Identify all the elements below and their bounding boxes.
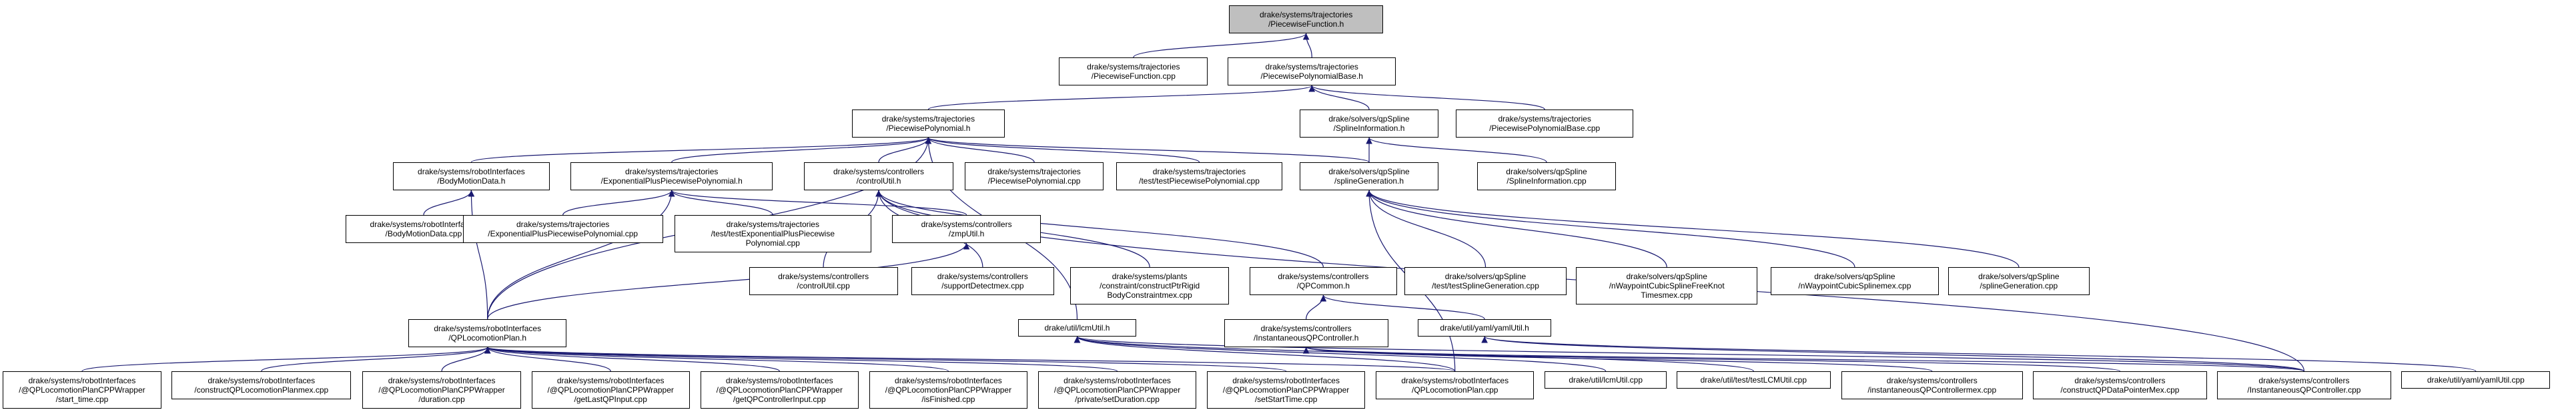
node-piecewise-function-cpp[interactable]: drake/systems/trajectories/PiecewiseFunc… [1059, 57, 1208, 85]
node-set-duration-cpp[interactable]: drake/systems/robotInterfaces/@QPLocomot… [1037, 371, 1197, 409]
node-exponential-plus-piecewise-polynomial-cpp[interactable]: drake/systems/trajectories/ExponentialPl… [462, 215, 663, 243]
edge-n16-n25 [487, 242, 970, 320]
node-yaml-util-cpp[interactable]: drake/util/yaml/yamlUtil.cpp [2401, 371, 2551, 389]
edge-n29-n43 [1303, 347, 2121, 372]
node-spline-generation-cpp[interactable]: drake/solvers/qpSpline/splineGeneration.… [1948, 267, 2090, 295]
edge-n6-n13 [423, 190, 475, 216]
edge-n6-n25 [468, 190, 488, 320]
edge-n2-n3 [927, 85, 1315, 110]
edge-n7-n16 [669, 190, 967, 216]
edge-n7-n14 [562, 190, 675, 216]
edge-n3-n6 [470, 137, 931, 163]
node-set-start-time-cpp[interactable]: drake/systems/robotInterfaces/@QPLocomot… [1206, 371, 1366, 409]
node-spline-information-cpp[interactable]: drake/solvers/qpSpline/SplineInformation… [1476, 162, 1617, 190]
edge-n30-n44 [1481, 336, 2305, 372]
node-piecewise-polynomial-h[interactable]: drake/systems/trajectories/PiecewisePoly… [851, 110, 1005, 138]
edge-n25-n38 [484, 347, 1287, 372]
edge-n7-n15 [668, 190, 773, 216]
edge-n3-n10 [925, 137, 1200, 163]
node-spline-generation-h[interactable]: drake/solvers/qpSpline/splineGeneration.… [1299, 162, 1439, 190]
node-construct-qp-data-pointer-mex-cpp[interactable]: drake/systems/controllers/constructQPDat… [2033, 371, 2207, 399]
edge-n28-n40 [1074, 336, 1607, 372]
node-test-piecewise-polynomial-cpp[interactable]: drake/systems/trajectories/test/testPiec… [1116, 162, 1282, 190]
edge-n29-n44 [1303, 347, 2305, 372]
edge-n28-n44 [1074, 336, 2305, 372]
edge-n11-n22 [1366, 190, 1667, 268]
node-start-time-cpp[interactable]: drake/systems/robotInterfaces/@QPLocomot… [3, 371, 161, 409]
node-support-detect-mex-cpp[interactable]: drake/systems/controllers/supportDetectm… [911, 267, 1055, 295]
edge-n25-n35 [484, 347, 780, 372]
edge-n3-n7 [671, 137, 931, 163]
node-instantaneous-qp-controller-mex-cpp[interactable]: drake/systems/controllers/instantaneousQ… [1841, 371, 2023, 399]
edge-n0-n1 [1133, 33, 1310, 58]
edge-n20-n30 [1320, 294, 1485, 320]
node-instantaneous-qp-controller-cpp[interactable]: drake/systems/controllers/InstantaneousQ… [2217, 371, 2391, 399]
node-lcm-util-h[interactable]: drake/util/lcmUtil.h [1017, 319, 1137, 337]
node-qp-common-h[interactable]: drake/systems/controllers/QPCommon.h [1250, 267, 1397, 295]
edge-n0-n2 [1302, 33, 1312, 58]
node-exponential-plus-piecewise-polynomial-h[interactable]: drake/systems/trajectories/ExponentialPl… [570, 162, 773, 190]
node-test-spline-generation-cpp[interactable]: drake/solvers/qpSpline/test/testSplineGe… [1404, 267, 1567, 295]
node-piecewise-polynomial-base-cpp[interactable]: drake/systems/trajectories/PiecewisePoly… [1456, 110, 1634, 138]
node-construct-ptr-rigid-body-constraint-mex-cpp[interactable]: drake/systems/plants/constraint/construc… [1070, 267, 1229, 304]
edge-n3-n11 [925, 137, 1370, 163]
node-test-exponential-plus-piecewise-polynomial-cpp[interactable]: drake/systems/trajectories/test/testExpo… [675, 215, 871, 252]
edge-n25-n36 [484, 347, 949, 372]
edge-n28-n39 [1074, 336, 1456, 372]
edge-n25-n34 [484, 347, 611, 372]
edge-n25-n32 [261, 347, 491, 372]
edge-n25-n39 [484, 347, 1456, 372]
node-qp-locomotion-plan-h[interactable]: drake/systems/robotInterfaces/QPLocomoti… [408, 319, 567, 347]
node-construct-qp-locomotion-plan-mex-cpp[interactable]: drake/systems/robotInterfaces/constructQ… [171, 371, 352, 399]
edge-n4-n12 [1366, 137, 1547, 163]
edge-n25-n37 [484, 347, 1118, 372]
node-piecewise-polynomial-base-h[interactable]: drake/systems/trajectories/PiecewisePoly… [1228, 57, 1396, 85]
node-qp-locomotion-plan-cpp[interactable]: drake/systems/robotInterfaces/QPLocomoti… [1376, 371, 1535, 399]
edge-n7-n25 [487, 190, 675, 320]
node-is-finished-cpp[interactable]: drake/systems/robotInterfaces/@QPLocomot… [869, 371, 1028, 409]
node-test-lcm-util-cpp[interactable]: drake/util/test/testLCMUtil.cpp [1676, 371, 1831, 389]
node-get-last-qp-input-cpp[interactable]: drake/systems/robotInterfaces/@QPLocomot… [531, 371, 690, 409]
node-yaml-util-h[interactable]: drake/util/yaml/yamlUtil.h [1417, 319, 1552, 337]
edge-n8-n20 [875, 190, 1324, 268]
node-spline-information-h[interactable]: drake/solvers/qpSpline/SplineInformation… [1299, 110, 1439, 138]
node-control-util-cpp[interactable]: drake/systems/controllers/controlUtil.cp… [749, 267, 898, 295]
node-n-waypoint-cubic-spline-mex-cpp[interactable]: drake/solvers/qpSpline/nWaypointCubicSpl… [1771, 267, 1939, 295]
edge-n25-n31 [81, 347, 491, 372]
node-n-waypoint-cubic-spline-free-knot-times-mex-cpp[interactable]: drake/solvers/qpSpline/nWaypointCubicSpl… [1576, 267, 1758, 304]
node-control-util-h[interactable]: drake/systems/controllers/controlUtil.h [804, 162, 953, 190]
node-get-qp-controller-input-cpp[interactable]: drake/systems/robotInterfaces/@QPLocomot… [700, 371, 859, 409]
node-lcm-util-cpp[interactable]: drake/util/lcmUtil.cpp [1545, 371, 1667, 389]
node-piecewise-function-h[interactable]: drake/systems/trajectories/PiecewiseFunc… [1228, 5, 1384, 33]
edge-n11-n24 [1366, 190, 2020, 268]
edge-n11-n23 [1366, 190, 1855, 268]
edge-n29-n42 [1303, 347, 1933, 372]
edge-n3-n9 [925, 137, 1035, 163]
node-body-motion-data-h[interactable]: drake/systems/robotInterfaces/BodyMotion… [393, 162, 550, 190]
node-piecewise-polynomial-cpp[interactable]: drake/systems/trajectories/PiecewisePoly… [964, 162, 1104, 190]
edge-n11-n21 [1366, 190, 1486, 268]
edge-n20-n29 [1306, 294, 1327, 320]
node-instantaneous-qp-controller-h[interactable]: drake/systems/controllers/InstantaneousQ… [1224, 319, 1388, 347]
edge-n30-n45 [1481, 336, 2477, 372]
node-zmp-util-h[interactable]: drake/systems/controllers/zmpUtil.h [892, 215, 1041, 243]
edge-n2-n5 [1308, 85, 1545, 110]
node-duration-cpp[interactable]: drake/systems/robotInterfaces/@QPLocomot… [362, 371, 521, 409]
